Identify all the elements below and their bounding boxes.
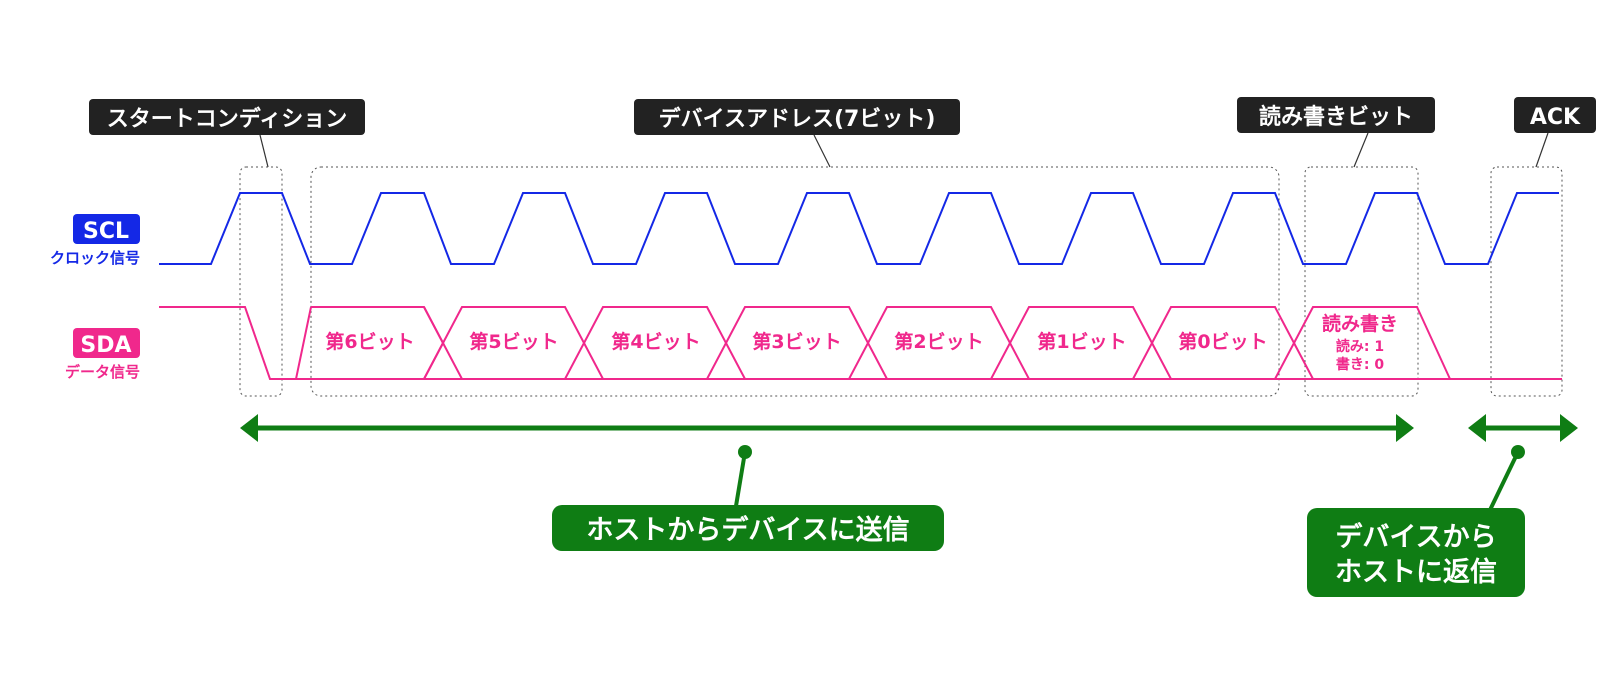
bit-labels: 第6ビット 第5ビット 第4ビット 第3ビット 第2ビット 第1ビット 第0ビッ… <box>325 330 1267 353</box>
bit-4-label: 第4ビット <box>611 330 700 353</box>
bit-1-label: 第1ビット <box>1037 330 1126 353</box>
sda-name: SDA <box>80 333 131 358</box>
device-to-host-label-2: ホストに返信 <box>1335 557 1497 588</box>
host-to-device-arrow <box>240 414 1414 513</box>
sda-desc: データ信号 <box>65 363 140 381</box>
callout-ack: ACK <box>1514 97 1596 168</box>
start-condition-box <box>239 166 283 397</box>
bit-5-label: 第5ビット <box>469 330 558 353</box>
device-to-host-label-group: デバイスから ホストに返信 <box>1307 508 1525 597</box>
rw-write: 書き: 0 <box>1336 356 1384 373</box>
device-to-host-arrow <box>1468 414 1578 511</box>
sda-waveform <box>159 306 1562 380</box>
scl-name: SCL <box>83 219 129 244</box>
scl-label: SCL クロック信号 <box>50 214 140 267</box>
callout-address-label: デバイスアドレス(7ビット) <box>659 106 936 132</box>
address-box <box>310 166 1280 397</box>
bit-3-label: 第3ビット <box>752 330 841 353</box>
scl-waveform <box>159 192 1559 265</box>
sda-label: SDA データ信号 <box>65 328 140 381</box>
callout-device-address: デバイスアドレス(7ビット) <box>634 99 960 168</box>
scl-desc: クロック信号 <box>50 249 140 267</box>
device-to-host-label-1: デバイスから <box>1335 521 1496 553</box>
ack-box <box>1490 166 1563 397</box>
callout-start-condition: スタートコンディション <box>89 99 365 168</box>
host-to-device-label-group: ホストからデバイスに送信 <box>552 505 944 551</box>
rw-bit-labels: 読み書き 読み: 1 書き: 0 <box>1322 312 1398 373</box>
bit-6-label: 第6ビット <box>325 330 414 353</box>
callout-ack-label: ACK <box>1530 105 1581 130</box>
callout-rw-label: 読み書きビット <box>1259 104 1413 130</box>
host-to-device-label: ホストからデバイスに送信 <box>586 514 909 546</box>
callout-rw-bit: 読み書きビット <box>1237 97 1435 168</box>
bit-2-label: 第2ビット <box>894 330 983 353</box>
callout-start-label: スタートコンディション <box>107 106 347 132</box>
rw-title: 読み書き <box>1322 312 1398 335</box>
rw-box <box>1304 166 1419 397</box>
bit-0-label: 第0ビット <box>1178 330 1267 353</box>
rw-read: 読み: 1 <box>1336 338 1384 355</box>
